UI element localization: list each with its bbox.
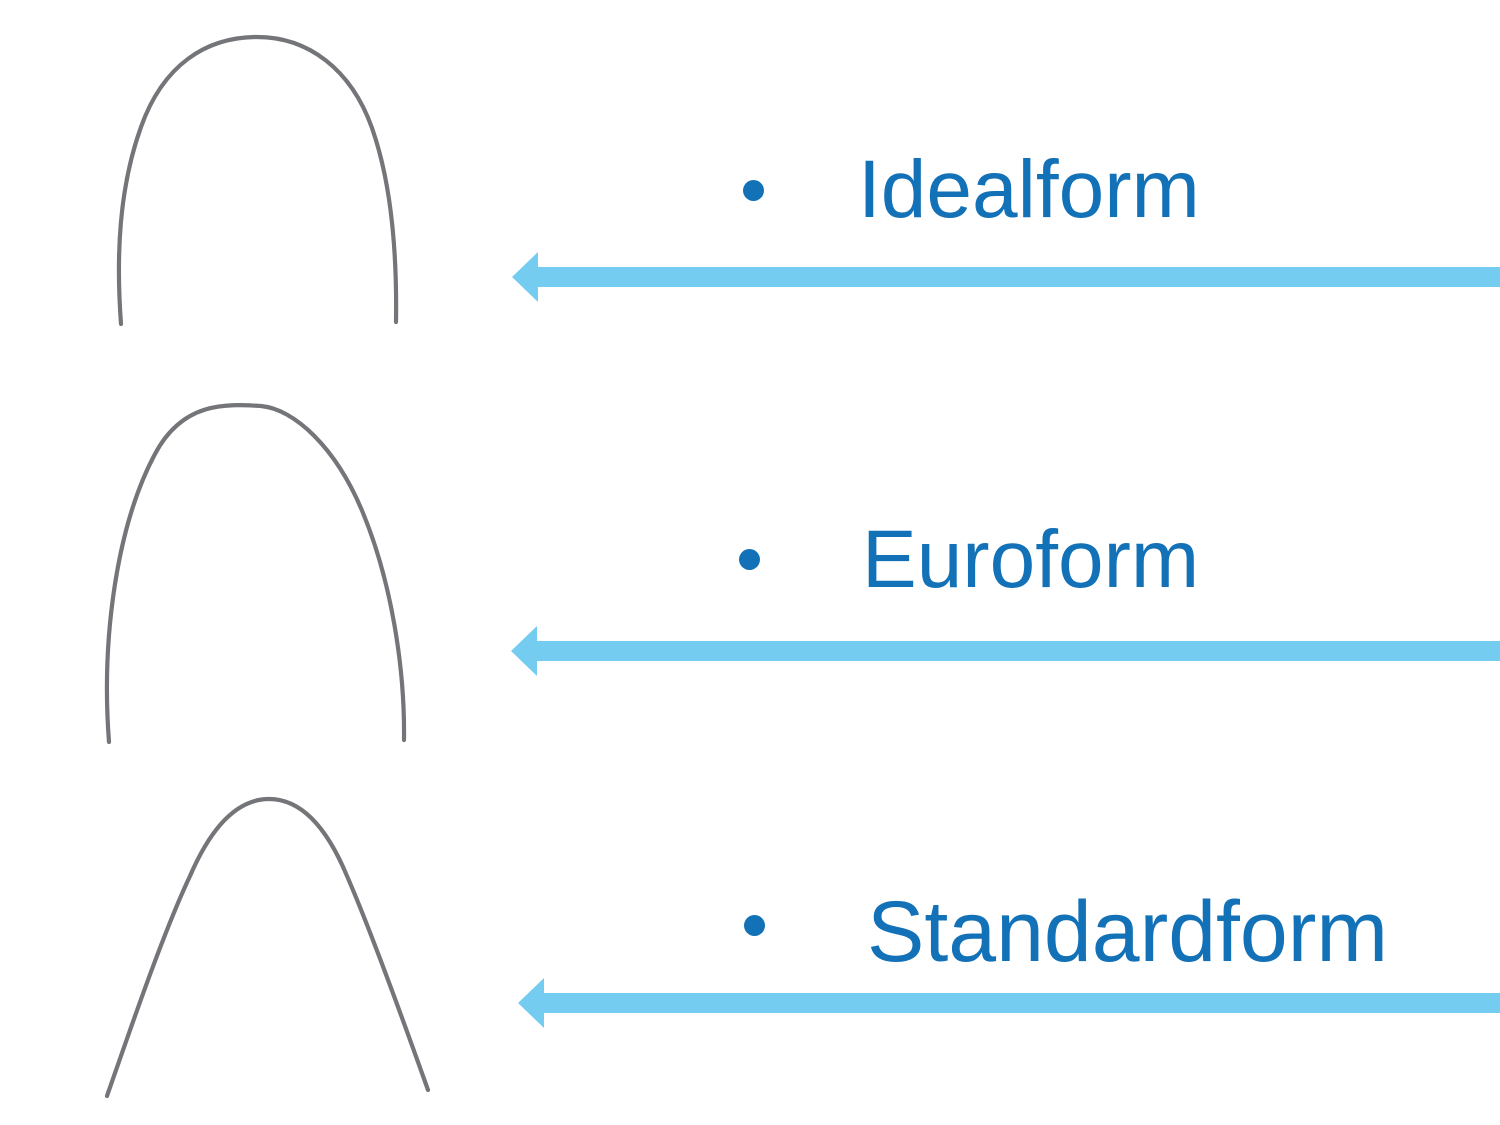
- standardform-archwire-icon: [104, 796, 431, 1099]
- idealform-archwire-icon: [116, 34, 399, 327]
- bullet-dot-icon: [743, 180, 764, 201]
- label-euroform: Euroform: [862, 514, 1200, 605]
- arrow-left-icon: [512, 252, 1500, 302]
- arrow-left-icon: [518, 978, 1500, 1028]
- label-standardform: Standardform: [867, 884, 1389, 980]
- bullet-dot-icon: [744, 915, 765, 936]
- arrow-left-icon: [511, 626, 1500, 676]
- bullet-dot-icon: [739, 549, 760, 570]
- label-idealform: Idealform: [858, 144, 1200, 235]
- euroform-archwire-icon: [104, 403, 407, 745]
